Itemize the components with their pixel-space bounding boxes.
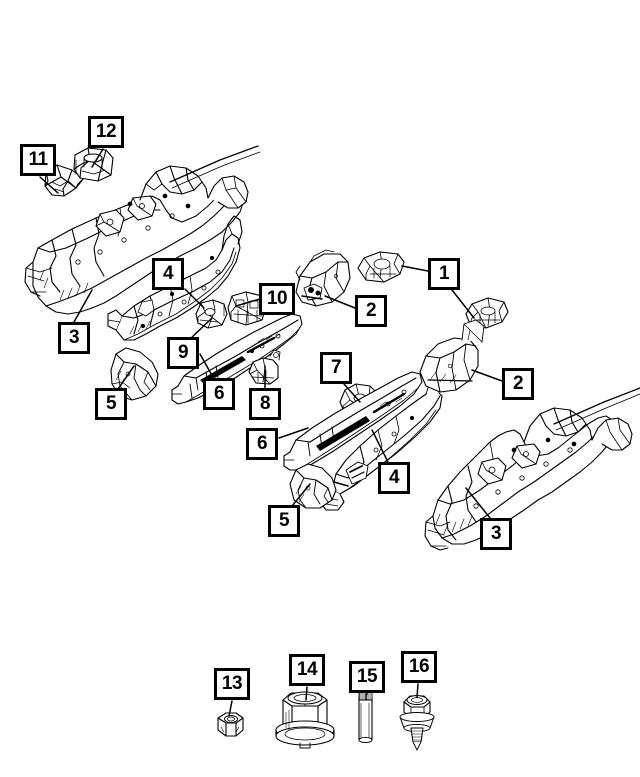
leader-4-left — [184, 288, 205, 309]
part-2-reinforcement-bracket-lower — [419, 319, 485, 393]
part-14-flanged-nut — [275, 691, 335, 749]
callout-5-b[interactable]: 5 — [268, 505, 300, 537]
callout-2-b[interactable]: 2 — [502, 368, 534, 400]
leader-11 — [39, 176, 59, 194]
callout-4-a[interactable]: 4 — [152, 258, 184, 290]
callout-3-a[interactable]: 3 — [58, 322, 90, 354]
callout-2-a[interactable]: 2 — [355, 295, 387, 327]
callout-16[interactable]: 16 — [401, 651, 437, 683]
leader-13 — [228, 700, 233, 717]
callout-1[interactable]: 1 — [428, 258, 460, 290]
part-16-body-mount-bolt — [399, 695, 435, 751]
leader-3-left — [73, 289, 93, 323]
part-3-frame-rail-front-left — [24, 145, 261, 315]
leader-1-b — [451, 289, 475, 319]
callout-5-a[interactable]: 5 — [95, 388, 127, 420]
leader-16 — [416, 683, 419, 698]
callout-11[interactable]: 11 — [20, 144, 56, 176]
leader-2-upper — [324, 295, 356, 309]
part-2-reinforcement-bracket-upper — [295, 249, 351, 307]
leader-3-right — [465, 487, 491, 519]
callout-14[interactable]: 14 — [289, 654, 325, 686]
part-3-frame-rail-front-right — [424, 387, 640, 551]
leader-7 — [343, 383, 361, 403]
leader-10 — [235, 298, 261, 307]
leader-6-upper — [199, 353, 215, 380]
leader-9 — [189, 317, 213, 340]
leader-14 — [305, 686, 308, 701]
leader-2-lower — [471, 369, 503, 382]
part-8-clip-bracket — [248, 349, 281, 385]
callout-4-b[interactable]: 4 — [378, 462, 410, 494]
callout-8[interactable]: 8 — [249, 388, 281, 420]
callout-13[interactable]: 13 — [214, 668, 250, 700]
part-13-hex-nut — [217, 712, 244, 737]
part-1-mount-plate — [357, 251, 405, 283]
callout-6-b[interactable]: 6 — [246, 428, 278, 460]
part-12-body-mount — [73, 147, 114, 182]
leader-6-lower — [278, 427, 309, 439]
callout-10[interactable]: 10 — [259, 283, 295, 315]
leader-5-right — [291, 483, 311, 507]
leader-1-a — [401, 265, 429, 272]
part-6-rail-section-lower — [283, 371, 423, 471]
part-4-side-rail-right — [319, 375, 447, 511]
leader-5-left — [117, 365, 135, 390]
part-5-gusset-plate-right — [289, 463, 337, 509]
leader-12 — [91, 148, 104, 168]
callout-6-a[interactable]: 6 — [203, 378, 235, 410]
callout-7[interactable]: 7 — [320, 352, 352, 384]
callout-12[interactable]: 12 — [88, 116, 124, 148]
leader-15 — [365, 693, 368, 701]
leader-4-right — [371, 429, 389, 463]
callout-15[interactable]: 15 — [349, 661, 385, 693]
callout-3-b[interactable]: 3 — [480, 518, 512, 550]
callout-9[interactable]: 9 — [167, 337, 199, 369]
